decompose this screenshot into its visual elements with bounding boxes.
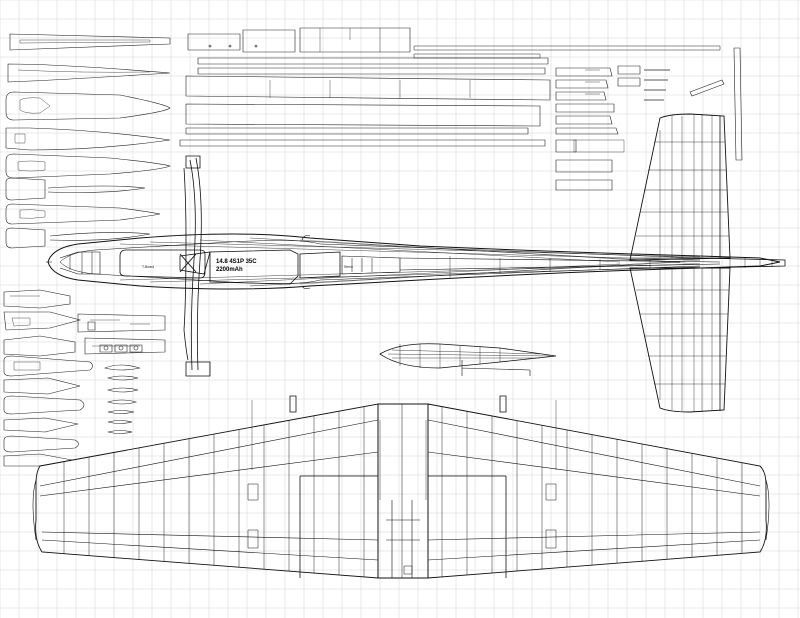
fuselage-outline bbox=[47, 233, 781, 290]
pod-side-view bbox=[379, 343, 557, 376]
former-part bbox=[3, 355, 93, 377]
former-part bbox=[5, 91, 171, 121]
servo-label: Servo bbox=[344, 265, 353, 269]
tboard-label: T-Board bbox=[142, 265, 154, 269]
former-part bbox=[5, 127, 171, 151]
former-part bbox=[3, 395, 85, 415]
former-part bbox=[5, 227, 46, 249]
small-parts bbox=[87, 321, 143, 434]
battery-capacity-label: 2200mAh bbox=[216, 267, 243, 273]
former-parts-left bbox=[3, 33, 171, 467]
former-part bbox=[3, 335, 76, 357]
former-part bbox=[3, 289, 71, 309]
former-part bbox=[5, 177, 46, 201]
main-wing bbox=[32, 395, 770, 579]
former-part bbox=[9, 33, 171, 51]
top-view-wing-section bbox=[179, 155, 211, 377]
former-part bbox=[3, 377, 81, 395]
spar-part bbox=[197, 67, 546, 75]
former-part bbox=[5, 153, 171, 179]
sheet-parts-top bbox=[179, 27, 725, 191]
fuselage-side-view bbox=[46, 233, 786, 290]
former-part bbox=[3, 311, 82, 331]
battery-label: 14.8 4S1P 35C bbox=[216, 259, 257, 265]
former-part bbox=[3, 435, 79, 453]
wing-strip bbox=[733, 47, 743, 161]
former-part bbox=[7, 63, 171, 83]
horizontal-stabilizer bbox=[629, 113, 731, 413]
former-part bbox=[3, 417, 79, 433]
former-part bbox=[5, 203, 161, 225]
